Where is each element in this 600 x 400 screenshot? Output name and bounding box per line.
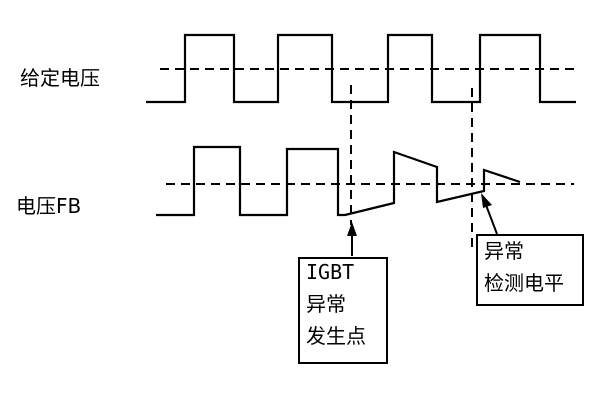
detection-level-callout-box: 异常 检测电平 (476, 234, 584, 306)
reference-voltage-waveform (146, 33, 576, 104)
fault-point-line-3: 发生点 (306, 324, 366, 348)
detection-level-arrow-shaft (485, 204, 498, 235)
detection-level-arrowhead (481, 193, 492, 208)
feedback-voltage-waveform (156, 145, 521, 217)
fault-point-line-2: 异常 (306, 292, 346, 316)
reference-voltage-label: 给定电压 (20, 66, 100, 90)
fault-point-line-1: IGBT (306, 260, 355, 284)
feedback-voltage-label: 电压FB (16, 194, 82, 218)
fault-point-arrowhead (347, 222, 357, 236)
detection-level-line-1: 异常 (484, 239, 524, 263)
detection-level-line-2: 检测电平 (484, 271, 564, 295)
fault-point-callout-box: IGBT 异常 发生点 (298, 257, 388, 364)
